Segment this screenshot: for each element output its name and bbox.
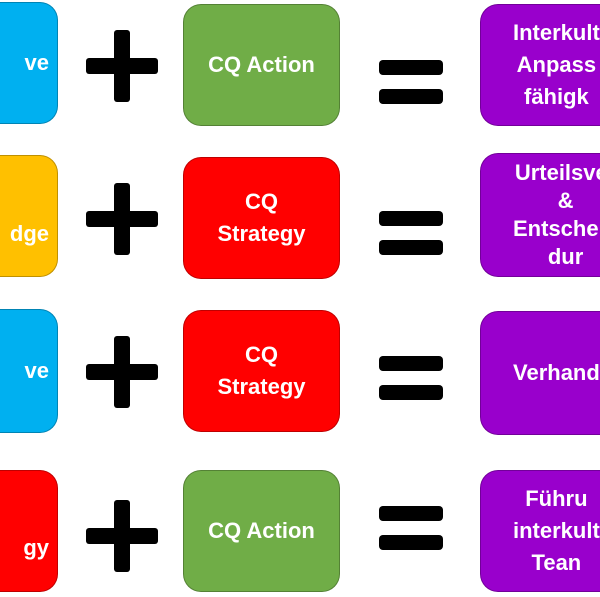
row2-left-box: dge [0,155,58,277]
row1-middle-box: CQ Action [183,4,340,126]
plus-icon [86,183,158,255]
plus-icon [86,500,158,572]
row3-middle-box: CQ Strategy [183,310,340,432]
row2-middle-label: CQ Strategy [217,189,306,246]
equals-icon [379,60,443,104]
row3-right-label: Verhandl [513,360,600,385]
equals-icon [379,506,443,550]
row4-middle-box: CQ Action [183,470,340,592]
row4-right-box: Führu interkult Tean [480,470,600,592]
row4-left-box: gy [0,470,58,592]
row4-middle-label: CQ Action [208,518,315,543]
row3-left-label: ve [24,358,49,383]
row1-right-label: Interkult Anpass fähigk [513,20,600,109]
row1-left-label: ve [24,50,49,75]
row3-middle-label: CQ Strategy [217,342,306,399]
row2-right-label: Urteilsver & Entscheid dur [513,160,600,269]
row2-middle-box: CQ Strategy [183,157,340,279]
equals-icon [379,356,443,400]
row1-right-box: Interkult Anpass fähigk [480,4,600,126]
row4-right-label: Führu interkult Tean [513,486,600,575]
plus-icon [86,30,158,102]
row3-left-box: ve [0,309,58,433]
equals-icon [379,211,443,255]
row4-left-label: gy [23,535,49,560]
row3-right-box: Verhandl [480,311,600,435]
row1-middle-label: CQ Action [208,52,315,77]
row1-left-box: ve [0,2,58,124]
plus-icon [86,336,158,408]
row2-right-box: Urteilsver & Entscheid dur [480,153,600,277]
row2-left-label: dge [9,221,49,246]
